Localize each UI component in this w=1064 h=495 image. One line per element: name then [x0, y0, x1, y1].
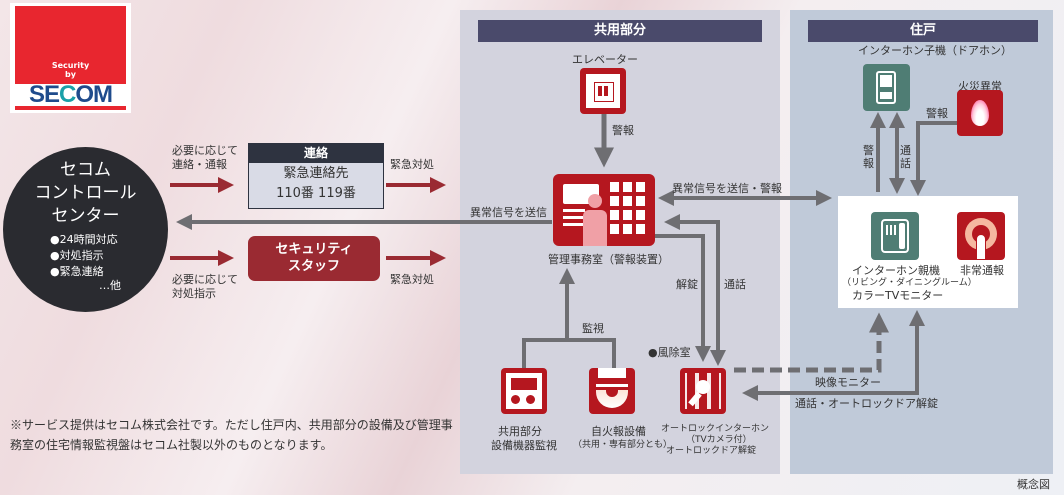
common-area-header: 共用部分: [478, 20, 762, 42]
equipment-monitor-icon: [501, 368, 547, 414]
call-v-label: 通 話: [900, 144, 911, 170]
residence-header: 住戸: [808, 20, 1038, 42]
contact-box: 連絡 緊急連絡先 110番 119番: [248, 143, 384, 209]
security-staff-box: セキュリティ スタッフ: [248, 236, 380, 281]
fire-alert-label: 火災異常: [958, 80, 1002, 93]
door-phone-icon: [863, 64, 910, 111]
label-vestibule: ●風除室: [648, 346, 691, 359]
video-monitor-label: 映像モニター: [815, 376, 881, 389]
elevator-icon: [580, 68, 626, 114]
arrow-office-to-autolock-unlock: [655, 234, 711, 362]
elevator-alarm-label: 警報: [612, 124, 634, 137]
master-intercom-label-2: （リビング・ダイニングルーム）: [842, 278, 977, 288]
fire-alarm-label-1: 自火報設備: [591, 425, 646, 438]
control-center-bullet: ●対処指示: [50, 249, 104, 262]
equipment-monitor-label-1: 共用部分: [498, 425, 542, 438]
autolock-intercom-label-1: オートロックインターホン: [661, 424, 770, 434]
secom-logo: Security by SECOM: [10, 3, 131, 113]
control-center-etc: …他: [99, 279, 121, 292]
door-phone-label: インターホン子機（ドアホン）: [858, 44, 1012, 57]
label-contact-report-2: 連絡・通報: [172, 158, 227, 171]
control-center: セコム コントロール センター ●24時間対応 ●対処指示 ●緊急連絡 …他: [3, 147, 168, 312]
fire-alarm-h-label: 警報: [926, 107, 948, 120]
management-office-icon: [553, 174, 655, 246]
label-instruction-1: 必要に応じて: [172, 273, 238, 286]
contact-box-line1: 緊急連絡先: [283, 166, 349, 181]
control-center-title-2: コントロール: [34, 183, 137, 203]
control-center-bullet: ●緊急連絡: [50, 265, 104, 278]
label-call: 通話: [724, 278, 746, 291]
autolock-intercom-label-3: オートロックドア解錠: [666, 446, 757, 456]
label-emergency-response: 緊急対処: [390, 158, 434, 171]
monitor-line: [522, 338, 616, 368]
master-intercom-icon: [871, 212, 919, 260]
label-send-abnormal-alarm: 異常信号を送信・警報: [672, 182, 782, 195]
master-intercom-label-1: インターホン親機: [852, 264, 940, 277]
contact-box-header: 連絡: [249, 144, 383, 163]
logo-tagline-by: by: [65, 70, 76, 79]
alarm-v-label: 警 報: [863, 144, 874, 170]
label-contact-report-1: 必要に応じて: [172, 144, 238, 157]
autolock-intercom-icon: [680, 368, 726, 414]
fire-icon: [957, 90, 1003, 136]
arrow-call-unlock: [742, 310, 925, 401]
arrow-fire-to-master: [910, 121, 958, 196]
concept-caption: 概念図: [1017, 478, 1050, 491]
call-unlock-label: 通話・オートロックドア解錠: [795, 397, 938, 410]
fire-alarm-icon: [589, 368, 635, 414]
security-staff-line1: セキュリティ: [275, 242, 353, 257]
label-monitor: 監視: [582, 322, 604, 335]
logo-brand: SECOM: [28, 81, 113, 108]
contact-box-line2: 110番 119番: [276, 186, 356, 201]
service-note: ※サービス提供はセコム株式会社です。ただし住戸内、共用部分の設備及び管理事務室の…: [10, 418, 453, 452]
label-send-abnormal: 異常信号を送信: [470, 206, 547, 219]
elevator-label: エレベーター: [572, 53, 638, 66]
management-office-label: 管理事務室（警報装置）: [548, 253, 669, 266]
control-center-bullet: ●24時間対応: [50, 233, 118, 246]
label-instruction-2: 対処指示: [172, 287, 216, 300]
control-center-title-3: センター: [51, 206, 120, 226]
emergency-call-label: 非常通報: [960, 264, 1004, 277]
label-unlock: 解錠: [676, 278, 698, 291]
security-staff-line2: スタッフ: [287, 259, 340, 274]
master-intercom-label-3: カラーTVモニター: [852, 289, 944, 302]
emergency-button-icon: [957, 212, 1005, 260]
logo-tagline: Security: [51, 61, 90, 70]
video-monitor-dashed: [734, 312, 889, 373]
control-center-title-1: セコム: [60, 160, 111, 180]
label-emergency-response: 緊急対処: [390, 273, 434, 286]
fire-alarm-label-2: （共用・専有部分とも）: [573, 440, 673, 450]
autolock-intercom-label-2: （TVカメラ付）: [686, 435, 752, 445]
equipment-monitor-label-2: 設備機器監視: [491, 439, 557, 452]
